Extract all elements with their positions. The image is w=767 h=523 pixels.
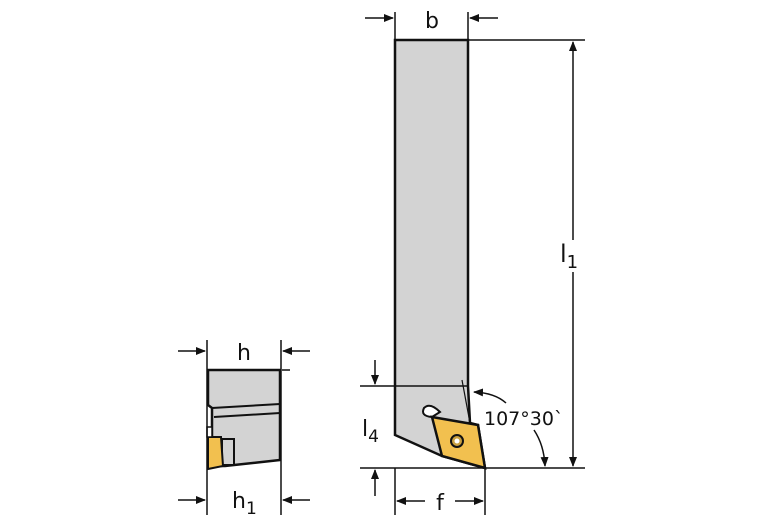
side-insert [207, 436, 225, 471]
dimension-h [178, 340, 310, 515]
dimension-b [365, 12, 498, 40]
label-l1: l1 [560, 240, 578, 273]
label-h1: h1 [232, 489, 257, 519]
label-f: f [436, 491, 445, 516]
angle-dimension [473, 388, 549, 467]
dimension-l4 [360, 360, 395, 496]
label-angle: 107°30` [484, 408, 563, 430]
label-l4: l4 [362, 417, 379, 447]
dimension-f [394, 468, 486, 515]
label-b: b [425, 9, 439, 34]
dimension-l1 [360, 39, 585, 469]
clamp-slot [422, 404, 442, 419]
label-h: h [237, 341, 251, 366]
holder-shank [393, 38, 487, 470]
holder-side-view [206, 368, 290, 471]
side-seat [221, 438, 235, 466]
holder-top-view [393, 38, 487, 470]
